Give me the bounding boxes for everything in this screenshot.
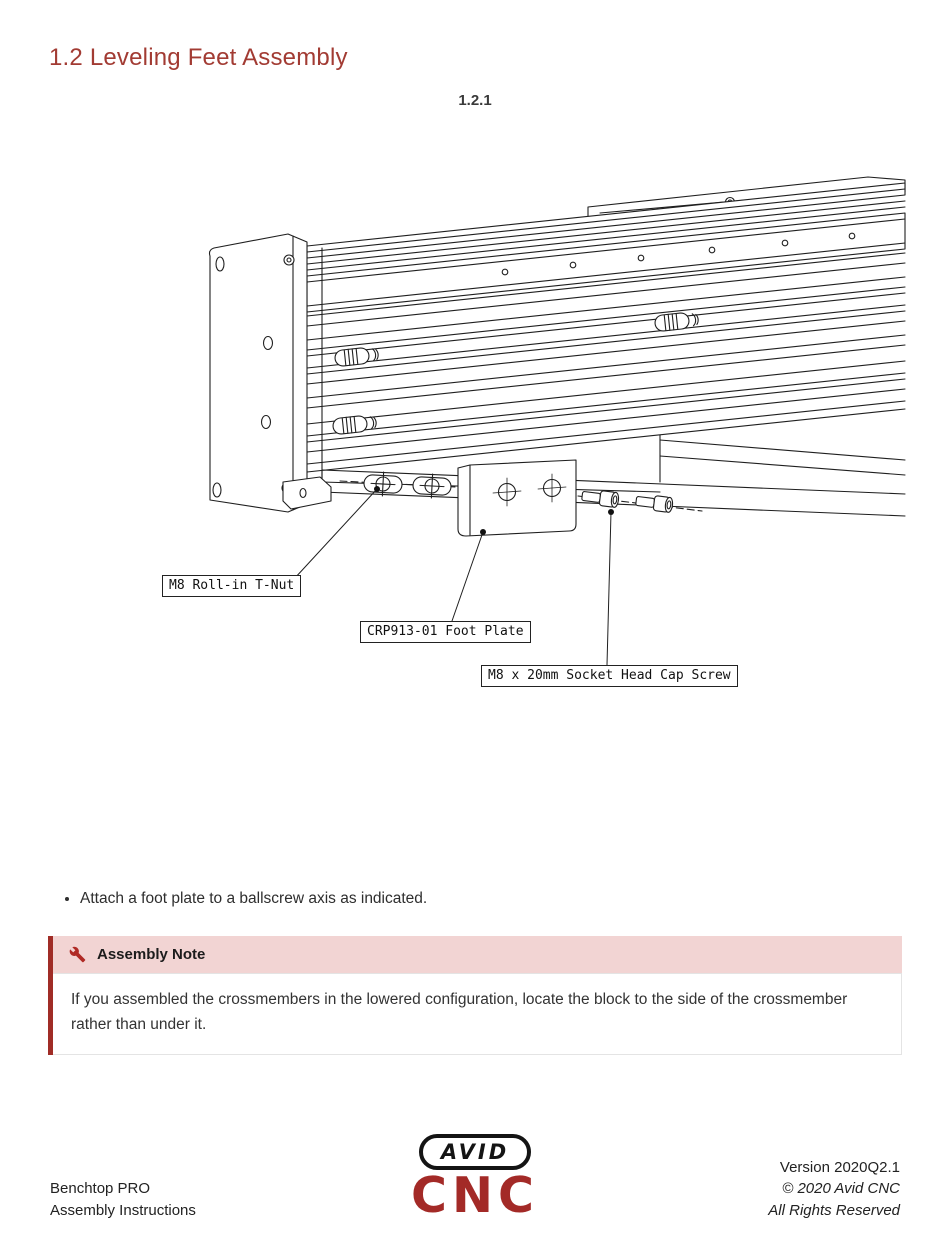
instruction-list: Attach a foot plate to a ballscrew axis … [62, 888, 890, 910]
figure-number: 1.2.1 [458, 92, 492, 109]
wrench-icon [69, 946, 86, 963]
logo-cnc-text: CNC [411, 1167, 539, 1224]
foot-plate [457, 459, 577, 537]
logo-avid-badge: AVID [419, 1134, 531, 1170]
callout-tnut-label: M8 Roll-in T-Nut [162, 575, 302, 597]
footer-product: Benchtop PRO [50, 1180, 151, 1197]
callout-foot-plate-label: CRP913-01 Foot Plate [360, 621, 531, 643]
assembly-note-header: Assembly Note [53, 936, 902, 973]
footer-right: Version 2020Q2.1 © 2020 Avid CNC All Rig… [768, 1157, 900, 1221]
end-plate [208, 233, 332, 513]
footer-copyright: © 2020 Avid CNC [782, 1180, 900, 1198]
cap-screws [581, 490, 674, 513]
instruction-item: Attach a foot plate to a ballscrew axis … [80, 888, 890, 910]
footer-version: Version 2020Q2.1 [779, 1159, 900, 1176]
assembly-note: Assembly Note If you assembled the cross… [48, 936, 902, 1055]
callout-screw-label: M8 x 20mm Socket Head Cap Screw [481, 665, 738, 687]
footer-document: Assembly Instructions [50, 1201, 196, 1219]
assembly-note-title: Assembly Note [97, 946, 206, 963]
section-title: 1.2 Leveling Feet Assembly [49, 44, 348, 71]
footer-rights: All Rights Reserved [768, 1201, 900, 1219]
rail-body [306, 182, 906, 483]
assembly-figure: M8 Roll-in T-Nut CRP913-01 Foot Plate M8… [0, 130, 950, 720]
technical-drawing [208, 176, 906, 666]
leader-lines [293, 486, 614, 666]
avid-cnc-logo: AVID CNC [0, 1134, 950, 1220]
assembly-note-body: If you assembled the crossmembers in the… [53, 973, 902, 1055]
footer-left: Benchtop PRO Assembly Instructions [50, 1178, 196, 1222]
